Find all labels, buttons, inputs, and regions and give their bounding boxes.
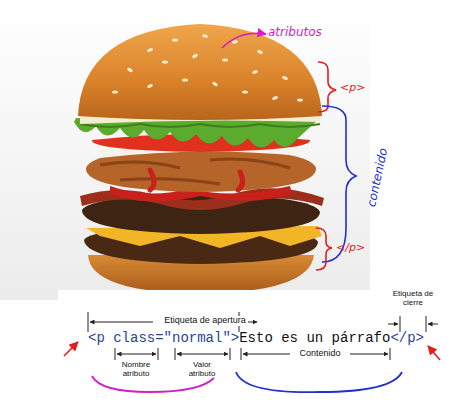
part-label: Etiqueta de apertura <box>162 316 248 326</box>
code-text: </p> <box>390 331 424 346</box>
part-label: Etiqueta de cierre <box>385 290 441 308</box>
handwritten-note: atributos <box>268 26 322 39</box>
handwritten-note: </p> <box>336 242 365 254</box>
code-text: <p class="normal"> <box>88 331 239 346</box>
part-label: Nombre atributo <box>113 361 159 379</box>
part-label: Contenido <box>297 349 342 359</box>
handwritten-note: contenido <box>365 148 390 209</box>
code-text: Esto es un párrafo <box>239 331 390 346</box>
part-label: Valor atributo <box>180 361 224 379</box>
handwritten-note: <p> <box>340 82 365 94</box>
